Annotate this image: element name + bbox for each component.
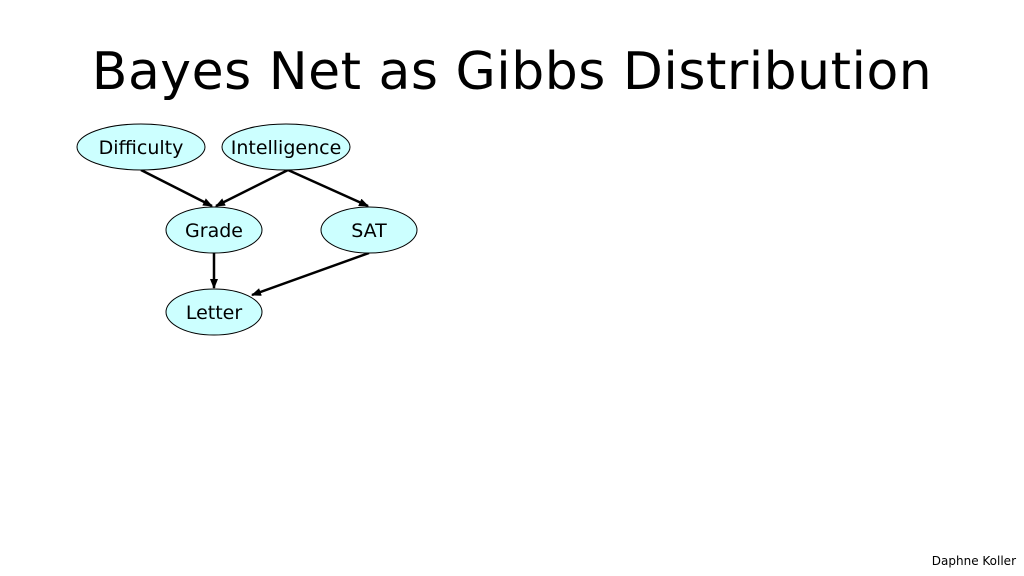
slide-title: Bayes Net as Gibbs Distribution: [91, 42, 933, 102]
node-intelligence-ellipse: [221, 123, 351, 171]
node-sat-ellipse: [320, 206, 418, 254]
author-credit: Daphne Koller: [931, 554, 1016, 568]
edge-sat-letter: [251, 251, 370, 297]
edge-intelligence-grade: [215, 168, 289, 208]
node-grade-ellipse: [165, 206, 263, 254]
node-difficulty: Difficulty: [76, 123, 206, 171]
edges-layer: [140, 168, 370, 297]
node-letter-ellipse: [165, 288, 263, 336]
node-grade-label: Grade: [185, 220, 243, 242]
edge-intelligence-sat: [287, 168, 369, 208]
node-grade: Grade: [165, 206, 263, 254]
node-letter-label: Letter: [186, 302, 243, 324]
node-intelligence: Intelligence: [221, 123, 351, 171]
node-sat: SAT: [320, 206, 418, 254]
node-sat-label: SAT: [351, 220, 387, 242]
node-difficulty-label: Difficulty: [99, 137, 184, 159]
edge-difficulty-grade: [140, 168, 213, 208]
node-intelligence-label: Intelligence: [231, 137, 342, 159]
node-letter: Letter: [165, 288, 263, 336]
node-difficulty-ellipse: [76, 123, 206, 171]
